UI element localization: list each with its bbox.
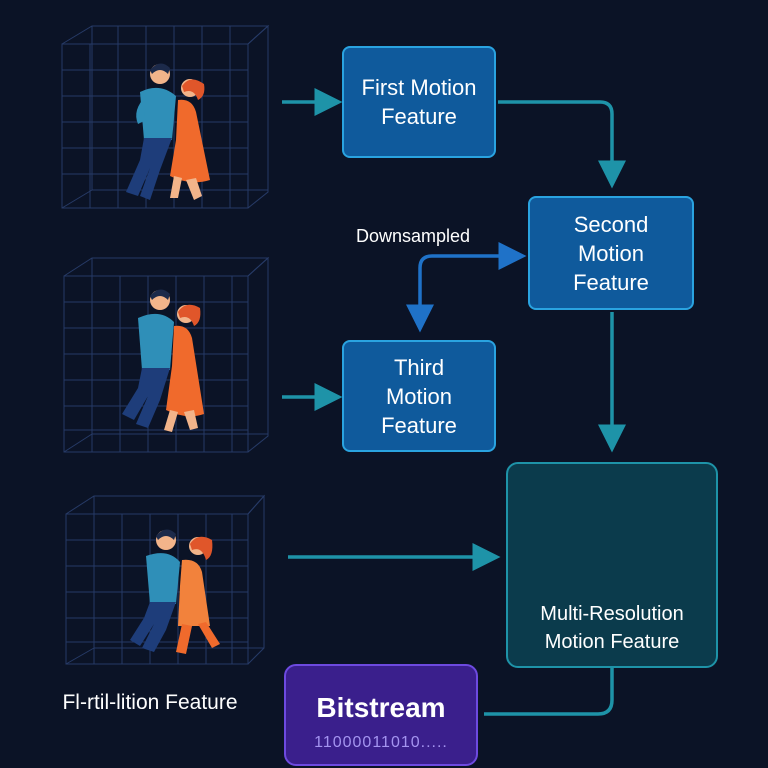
dancing-couple-icon	[130, 529, 220, 654]
bitstream-title: Bitstream	[316, 692, 446, 723]
third-motion-feature-label: Third Motion Feature	[381, 354, 457, 438]
arrow-first-to-second	[498, 100, 626, 189]
multi-resolution-label: Multi-Resolution Motion Feature	[540, 603, 684, 653]
bitstream-bits: 11000011010.....	[314, 734, 448, 751]
bottom-feature-label: Fl-rtil-lition Feature	[62, 691, 238, 714]
second-motion-feature-box: Second Motion Feature	[528, 196, 694, 310]
dancing-couple-icon	[126, 63, 210, 200]
multi-resolution-box: Multi-Resolution Motion Feature	[506, 462, 718, 668]
first-motion-feature-box: First Motion Feature	[342, 46, 496, 158]
downsampled-label: Downsampled	[356, 226, 471, 246]
third-motion-feature-box: Third Motion Feature	[342, 340, 496, 452]
first-motion-feature-label: First Motion Feature	[361, 75, 477, 129]
arrow-multi-to-bitstream	[484, 668, 614, 716]
bitstream-box: Bitstream 11000011010.....	[284, 664, 478, 766]
second-motion-feature-label: Second Motion Feature	[573, 211, 649, 295]
arrow-downsampled	[406, 242, 527, 333]
dancing-couple-icon	[122, 289, 204, 432]
